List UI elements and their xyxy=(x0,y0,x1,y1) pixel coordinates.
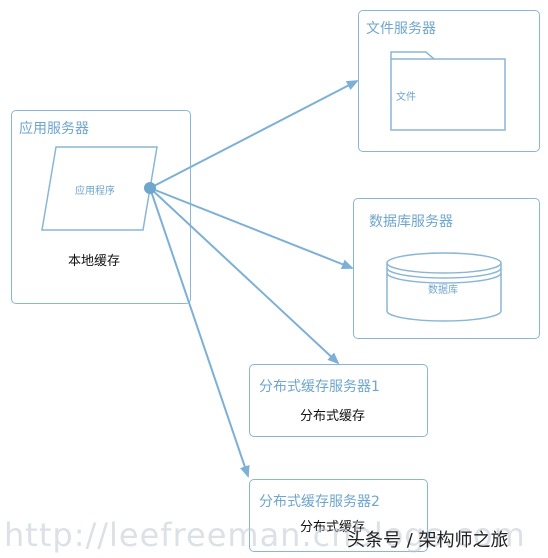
connector-source-dot xyxy=(144,182,156,194)
file-server-title: 文件服务器 xyxy=(366,21,436,37)
database-cylinder xyxy=(386,252,502,322)
cache-server-1-title: 分布式缓存服务器1 xyxy=(259,379,380,395)
arrow-to-cache-server-2 xyxy=(149,187,250,478)
arrow-to-cache-server-1 xyxy=(149,187,340,365)
file-label: 文件 xyxy=(396,92,416,103)
program-parallelogram xyxy=(41,146,158,231)
cache-server-1-box xyxy=(249,364,428,437)
watermark-url: http://leefreeman.cnblogs.com xyxy=(4,516,526,554)
cache-server-1-content: 分布式缓存 xyxy=(300,409,366,424)
cache-server-2-content: 分布式缓存 xyxy=(300,520,366,535)
db-server-title: 数据库服务器 xyxy=(369,214,453,230)
program-label: 应用程序 xyxy=(75,186,115,197)
cache-server-2-box xyxy=(249,479,428,552)
connectors xyxy=(149,80,359,478)
local-cache-label: 本地缓存 xyxy=(68,254,121,269)
cache-server-2-title: 分布式缓存服务器2 xyxy=(259,494,380,510)
source-caption: 头条号 / 架构师之旅 xyxy=(347,530,509,551)
arrow-to-db-server xyxy=(149,187,354,269)
app-server-title: 应用服务器 xyxy=(19,121,89,137)
arrow-to-file-server xyxy=(149,80,359,189)
db-label: 数据库 xyxy=(428,285,458,296)
